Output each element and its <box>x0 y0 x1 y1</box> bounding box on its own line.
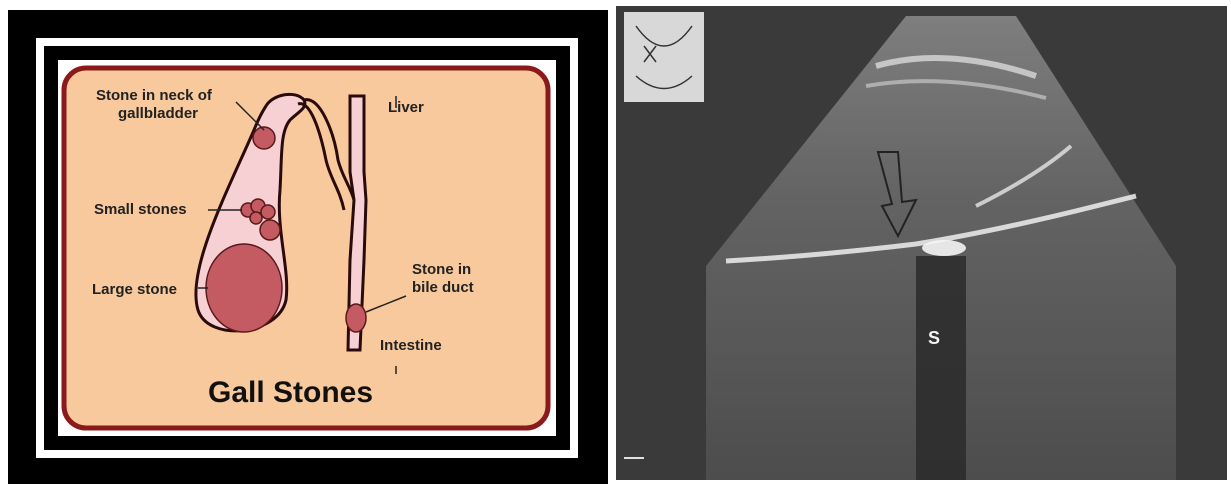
label-stone-in-neck-2: gallbladder <box>118 105 198 122</box>
label-intestine: Intestine <box>380 337 442 354</box>
label-stone-in-bileduct-2: bile duct <box>412 279 474 296</box>
large-stone <box>206 244 282 332</box>
label-stone-in-bileduct-1: Stone in <box>412 261 471 278</box>
small-stone <box>261 205 275 219</box>
gallstones-diagram-panel: Stone in neck of gallbladder Liver Small… <box>8 10 608 484</box>
ultrasound-image-panel: S <box>616 6 1227 480</box>
diagram-frame: Stone in neck of gallbladder Liver Small… <box>36 38 578 458</box>
diagram-background <box>64 68 548 428</box>
shadow-label: S <box>928 328 940 349</box>
acoustic-shadow <box>916 256 966 480</box>
label-small-stones: Small stones <box>94 201 187 218</box>
bile-duct-stone <box>346 304 366 332</box>
ultrasound-image <box>616 6 1227 480</box>
gallstones-diagram: Stone in neck of gallbladder Liver Small… <box>58 60 556 436</box>
small-stone <box>260 220 280 240</box>
stone-neck <box>253 127 275 149</box>
echogenic-stone <box>922 240 966 256</box>
label-large-stone: Large stone <box>92 281 177 298</box>
small-stone <box>250 212 262 224</box>
label-stone-in-neck-1: Stone in neck of <box>96 87 213 104</box>
diagram-inner-frame: Stone in neck of gallbladder Liver Small… <box>58 60 556 436</box>
diagram-title: Gall Stones <box>208 376 373 409</box>
label-liver: Liver <box>388 99 424 116</box>
